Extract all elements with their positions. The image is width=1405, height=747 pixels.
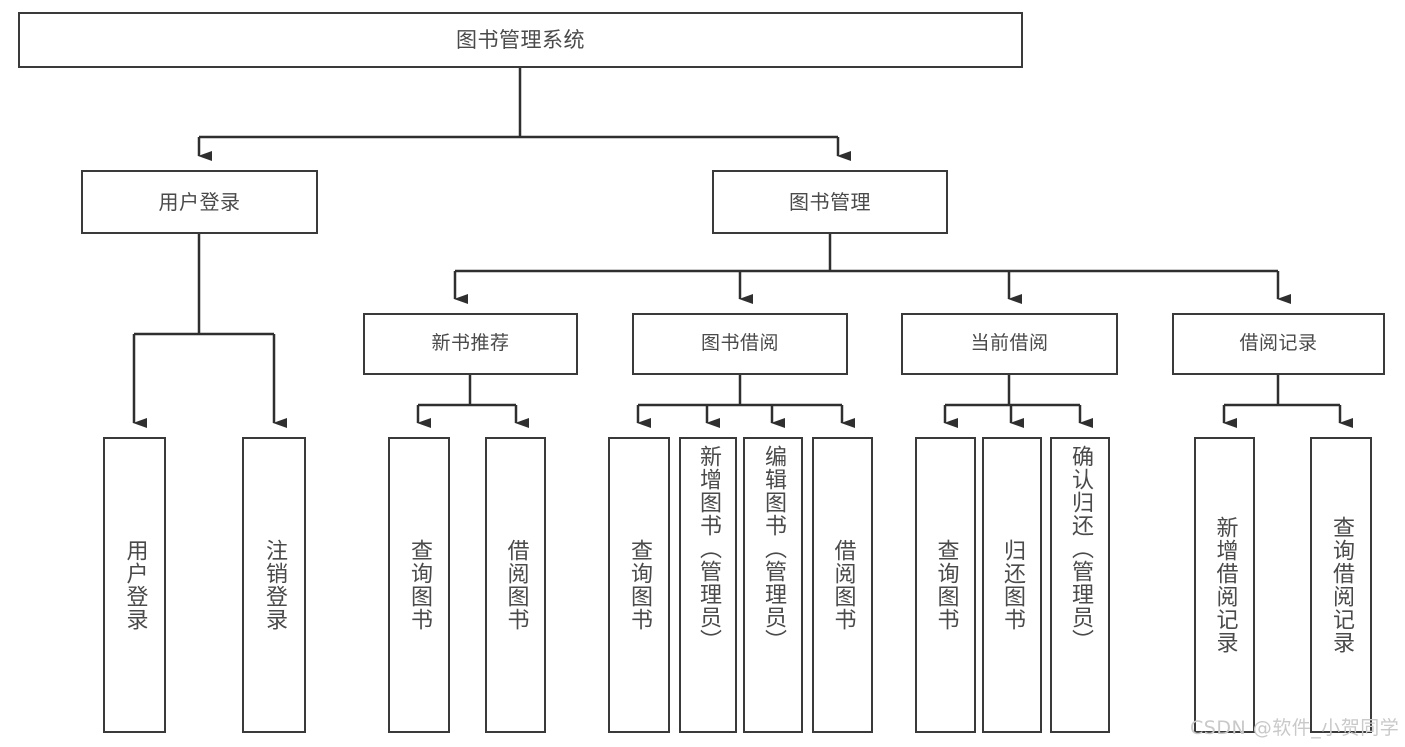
node-current-borrowings[interactable]: 当前借阅: [901, 313, 1118, 375]
node-label: 注销登录: [261, 539, 287, 631]
node-label: 图书管理系统: [456, 27, 585, 52]
leaf-query-books-current[interactable]: 查询图书: [915, 437, 976, 733]
node-label: 查询图书: [933, 539, 959, 631]
node-label: 确认归还（管理员）: [1067, 445, 1093, 652]
leaf-add-borrowing-record[interactable]: 新增借阅记录: [1194, 437, 1255, 733]
node-label: 当前借阅: [970, 332, 1049, 355]
node-label: 归还图书: [999, 539, 1025, 631]
node-label: 借阅记录: [1239, 332, 1318, 355]
leaf-return-books[interactable]: 归还图书: [982, 437, 1042, 733]
node-label: 用户登录: [122, 539, 148, 631]
node-label: 图书借阅: [700, 332, 779, 355]
leaf-edit-book-admin[interactable]: 编辑图书（管理员）: [743, 437, 803, 733]
node-label: 查询借阅记录: [1328, 516, 1354, 654]
node-label: 用户登录: [158, 189, 241, 214]
leaf-borrow-books-borrowing[interactable]: 借阅图书: [812, 437, 873, 733]
node-label: 借阅图书: [503, 539, 529, 631]
node-label: 查询图书: [406, 539, 432, 631]
leaf-confirm-return-admin[interactable]: 确认归还（管理员）: [1050, 437, 1110, 733]
leaf-add-book-admin[interactable]: 新增图书（管理员）: [679, 437, 737, 733]
leaf-query-books-recommendation[interactable]: 查询图书: [388, 437, 450, 733]
leaf-query-borrowing-record[interactable]: 查询借阅记录: [1310, 437, 1372, 733]
node-label: 新增图书（管理员）: [695, 445, 721, 652]
node-label: 新书推荐: [431, 332, 510, 355]
node-book-management[interactable]: 图书管理: [712, 170, 948, 234]
node-label: 新增借阅记录: [1212, 516, 1238, 654]
node-new-book-recommendation[interactable]: 新书推荐: [363, 313, 578, 375]
node-label: 编辑图书（管理员）: [760, 445, 786, 652]
node-user-login[interactable]: 用户登录: [81, 170, 318, 234]
leaf-borrow-books-recommendation[interactable]: 借阅图书: [485, 437, 546, 733]
node-root-book-management-system[interactable]: 图书管理系统: [18, 12, 1023, 68]
csdn-watermark: CSDN @软件_小贺同学: [1190, 717, 1400, 739]
node-label: 借阅图书: [830, 539, 856, 631]
node-label: 图书管理: [789, 189, 871, 214]
node-borrowing-records[interactable]: 借阅记录: [1172, 313, 1385, 375]
node-book-borrowing[interactable]: 图书借阅: [632, 313, 848, 375]
node-label: 查询图书: [626, 539, 652, 631]
leaf-logout[interactable]: 注销登录: [242, 437, 306, 733]
leaf-query-books-borrowing[interactable]: 查询图书: [608, 437, 670, 733]
leaf-user-login[interactable]: 用户登录: [103, 437, 166, 733]
